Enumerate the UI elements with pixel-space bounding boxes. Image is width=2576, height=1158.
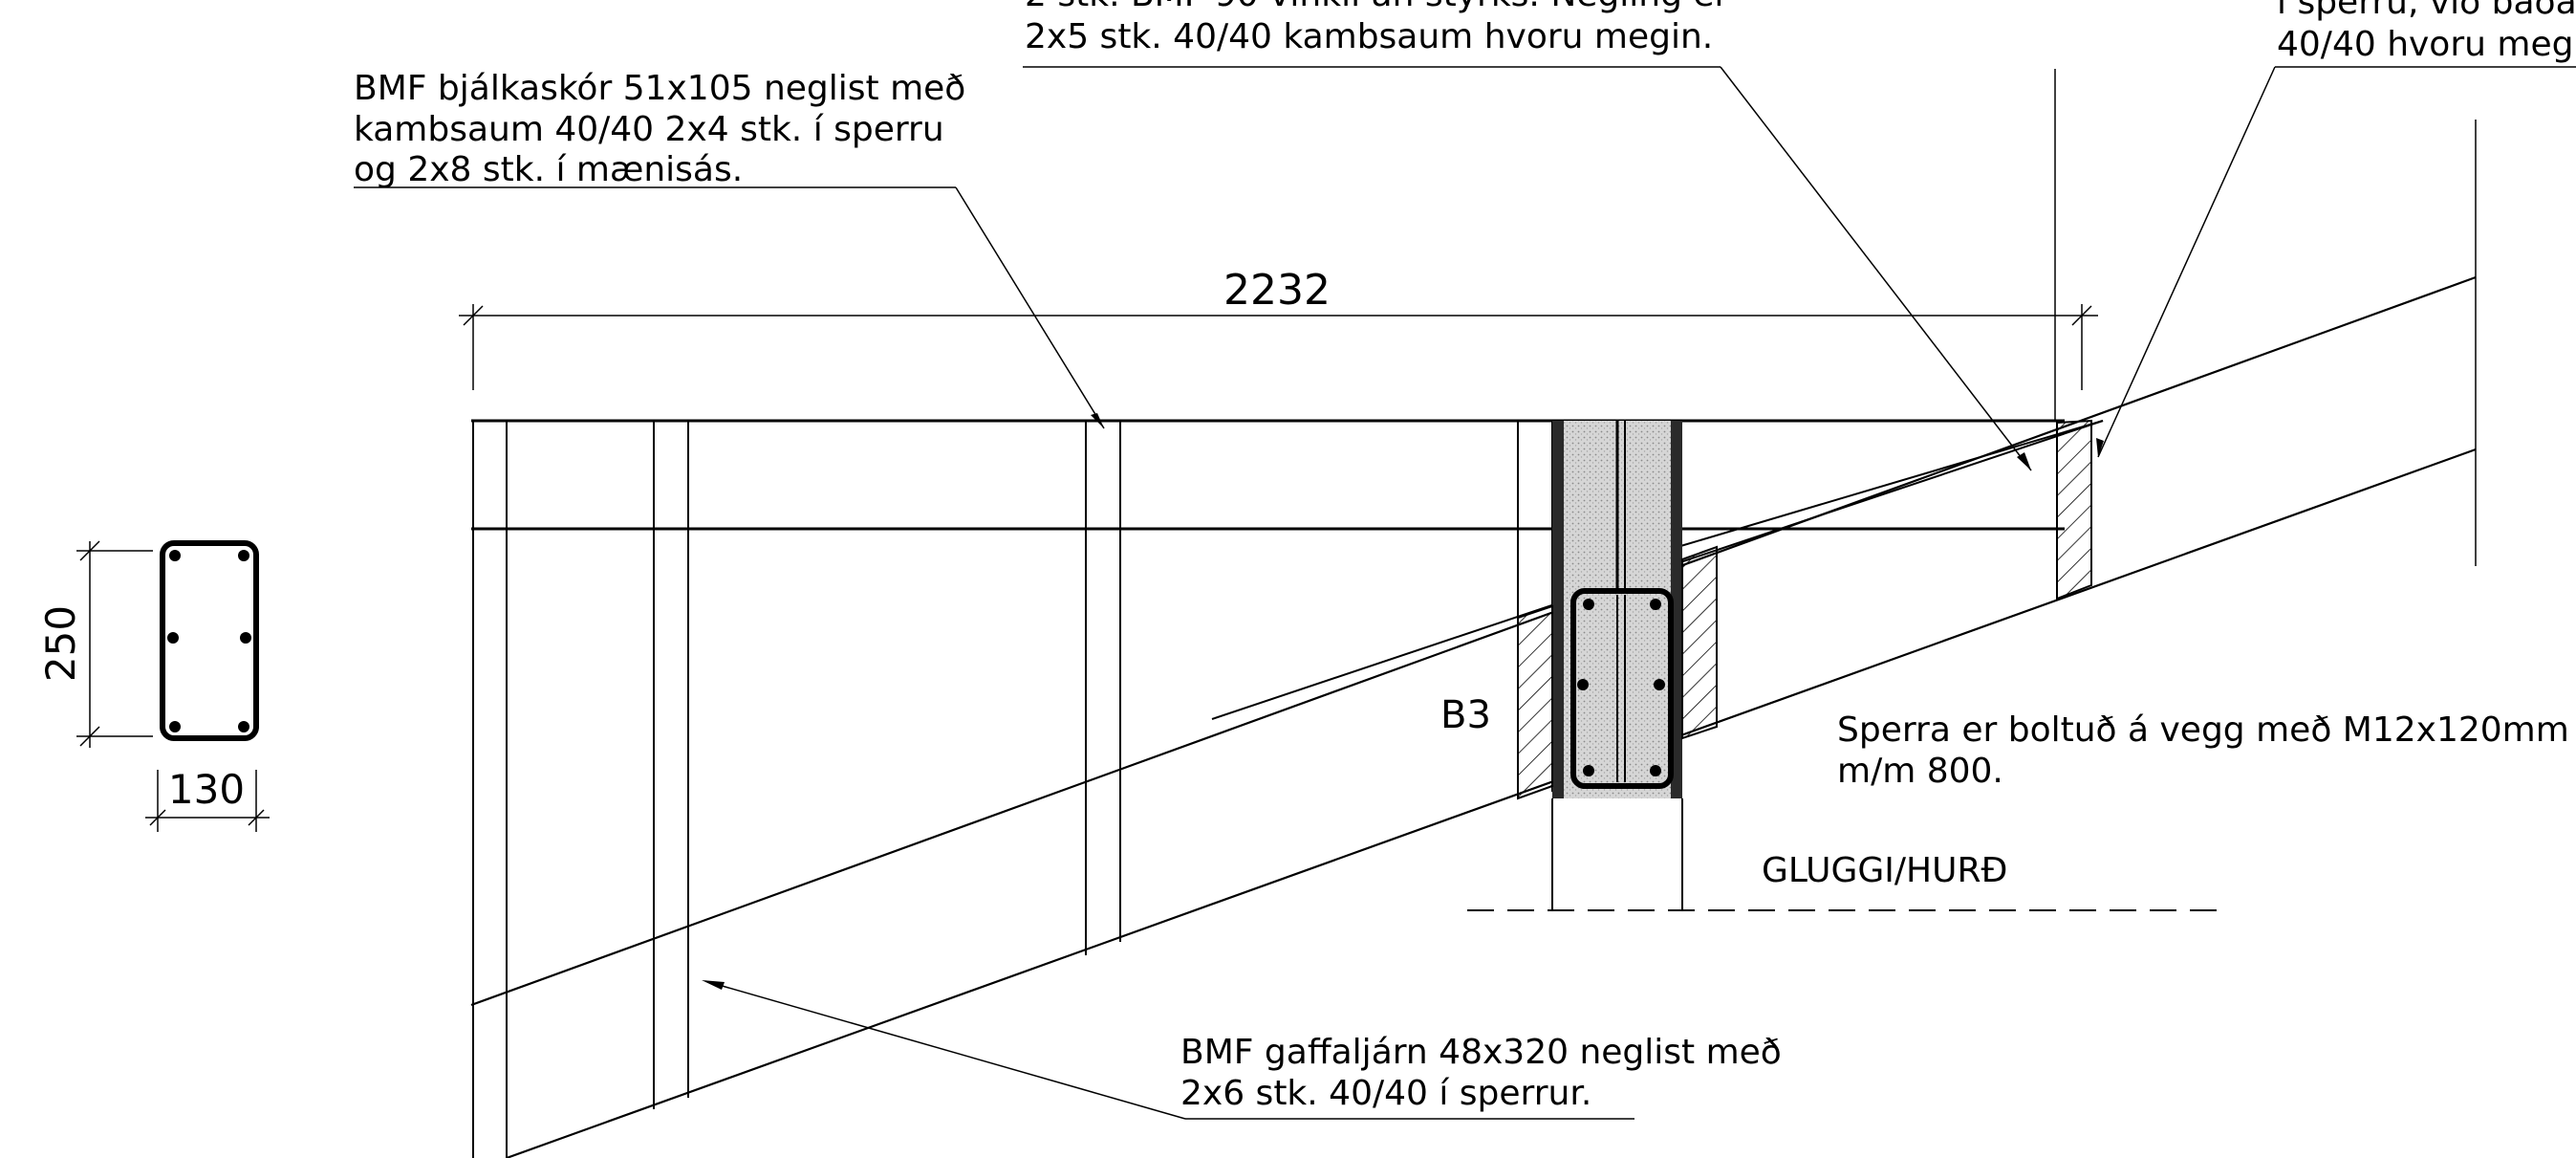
rebar-dot	[238, 550, 249, 561]
beam-b3-section	[1570, 588, 1674, 789]
note-text: 2x6 stk. 40/40 í sperrur.	[1180, 1074, 1591, 1113]
note-text: BMF bjálkaskór 51x105 neglist með	[354, 69, 965, 108]
ridge-beam	[471, 419, 2065, 1158]
wall-plate-left	[1517, 604, 1553, 800]
rebar-dot	[240, 632, 251, 644]
section-width-label: 130	[168, 766, 245, 813]
rebar-dot	[169, 550, 181, 561]
note-text: m/m 800.	[1837, 752, 2003, 791]
note-fork-strap: BMF gaffaljárn 48x320 neglist með 2x6 st…	[702, 980, 1782, 1120]
rebar-dot	[1583, 765, 1594, 776]
ridge-block	[2056, 419, 2092, 601]
note-text: BMF gaffaljárn 48x320 neglist með	[1180, 1033, 1782, 1072]
rebar-dot	[1583, 599, 1594, 610]
section-height-label: 250	[37, 605, 84, 682]
note-joist-hanger: BMF bjálkaskór 51x105 neglist með kambsa…	[354, 69, 1105, 429]
rebar-dot	[1654, 679, 1665, 690]
wall-plate-right	[1681, 545, 1718, 740]
opening-label: GLUGGI/HURÐ	[1762, 851, 2007, 890]
rebar-dot	[238, 721, 249, 732]
note-text: kambsaum 40/40 2x4 stk. í sperru	[354, 110, 944, 149]
beam-label: B3	[1440, 693, 1491, 737]
note-rafter-nailing: í sperru, við báða 40/40 hvoru meg	[2096, 0, 2576, 458]
span-dimension-label: 2232	[1223, 266, 1331, 315]
note-text: í sperru, við báða	[2277, 0, 2576, 22]
note-text: 40/40 hvoru meg	[2277, 25, 2573, 64]
rebar-dot	[1650, 599, 1661, 610]
rebar-dot	[167, 632, 179, 644]
note-text: Sperra er boltuð á vegg með M12x120mm	[1837, 710, 2569, 750]
note-text: 2 stk. BMF 90 vinkil an styrks. Negling …	[1025, 0, 1729, 14]
section-height-dimension: 250	[37, 540, 153, 748]
rebar-dot	[1650, 765, 1661, 776]
section-outline	[160, 540, 259, 741]
section-width-dimension: 130	[145, 766, 270, 832]
note-bolt: Sperra er boltuð á vegg með M12x120mm m/…	[1837, 710, 2569, 791]
beam-cross-section	[160, 540, 259, 741]
rebar-dot	[1577, 679, 1589, 690]
rebar-dot	[169, 721, 181, 732]
note-text: og 2x8 stk. í mænisás.	[354, 150, 743, 189]
span-dimension: 2232	[459, 266, 2098, 390]
note-text: 2x5 stk. 40/40 kambsaum hvoru megin.	[1025, 17, 1713, 56]
note-angle-bracket: 2 stk. BMF 90 vinkil an styrks. Negling …	[1023, 0, 2032, 471]
